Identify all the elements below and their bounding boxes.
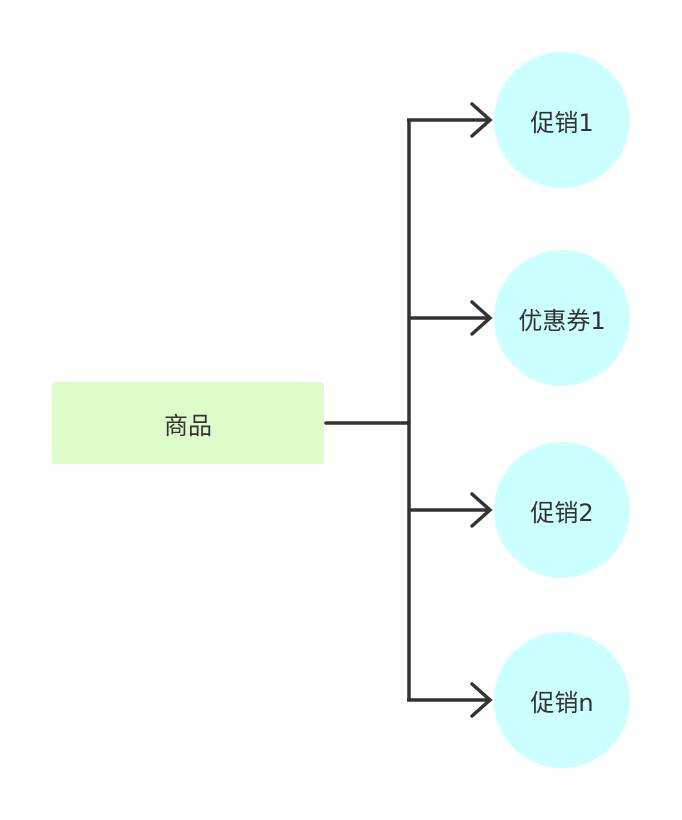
source-node-product[interactable]: 商品 [52,382,324,464]
target-node-label: 优惠券1 [518,306,606,335]
target-node-label: 促销2 [530,498,594,527]
arrowhead-2 [470,300,493,336]
target-node-promotion-n[interactable]: 促销n [494,632,630,768]
target-node-promotion-2[interactable]: 促销2 [494,442,630,578]
source-node-label: 商品 [164,411,212,440]
arrowhead-4 [470,682,493,718]
arrowhead-1 [470,102,493,138]
target-node-promotion-1[interactable]: 促销1 [494,52,630,188]
target-node-label: 促销n [530,688,594,717]
arrowhead-3 [470,492,493,528]
target-node-label: 促销1 [530,108,594,137]
target-node-coupon-1[interactable]: 优惠券1 [494,250,630,386]
